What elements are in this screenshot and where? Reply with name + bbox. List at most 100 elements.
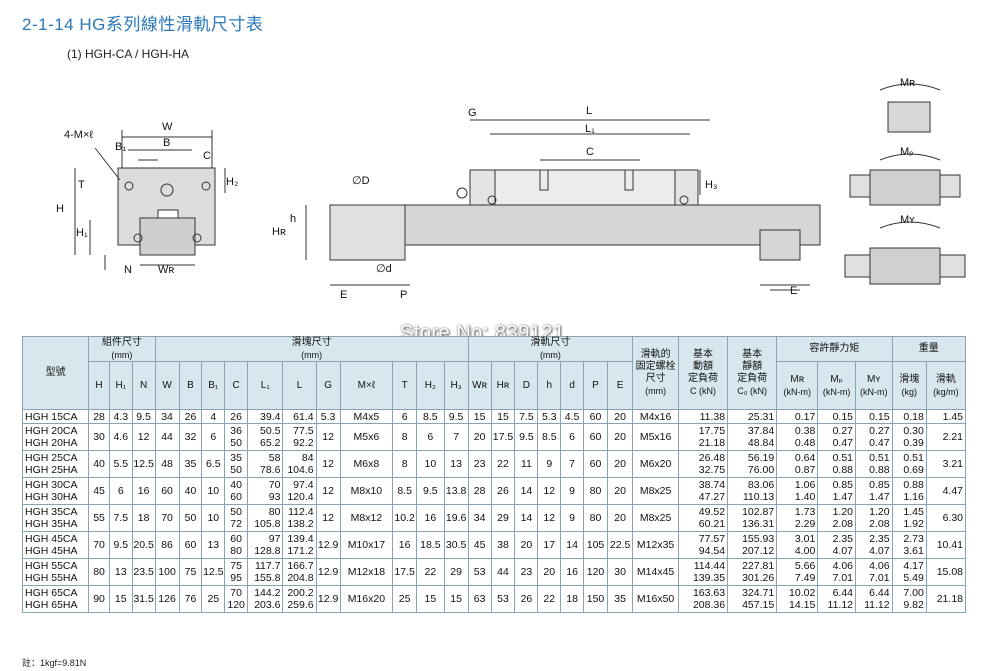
table-cell: 12	[315, 450, 341, 478]
moment-MR-label: Mʀ	[900, 77, 915, 89]
dim-G: G	[468, 107, 477, 119]
table-cell: 60	[154, 477, 180, 505]
table-cell: 80	[583, 504, 608, 532]
table-cell: 23.5	[131, 558, 156, 586]
table-cell: 18	[560, 585, 585, 613]
dim-N: N	[124, 264, 132, 276]
table-cell: 19.6	[443, 504, 469, 532]
dim-WR: Wʀ	[158, 264, 174, 276]
table-cell: 16	[560, 558, 585, 586]
col-G: G	[315, 361, 341, 410]
col-C: C	[224, 361, 249, 410]
dim-B1: B₁	[115, 141, 126, 153]
table-cell: 0.18	[891, 409, 927, 424]
table-cell: 11.38	[677, 409, 729, 424]
table-cell: M6x8	[339, 450, 394, 478]
technical-drawings: W B B₁ C H H₁ H₂ T N Wʀ 4-M×ℓ G	[56, 77, 966, 301]
table-cell: 70	[88, 531, 110, 559]
table-cell: 20	[467, 423, 492, 451]
table-cell: 4.6	[108, 423, 133, 451]
table-cell: 34	[154, 409, 180, 424]
table-cell: 8.5	[392, 477, 418, 505]
front-view-drawing	[74, 130, 226, 270]
col-rail-weight: 滑軌(kg/m)	[925, 361, 967, 410]
table-cell: 40	[178, 477, 203, 505]
table-cell: 120	[583, 558, 608, 586]
dim-H1: H₁	[76, 227, 88, 239]
col-H2: H₂	[416, 361, 445, 410]
table-cell: 14	[560, 531, 585, 559]
table-cell: 5.3	[315, 409, 341, 424]
dim-H2: H₂	[226, 176, 238, 188]
dim-d: ∅d	[376, 263, 392, 275]
table-cell: 20	[606, 409, 634, 424]
table-cell: M8x25	[632, 504, 679, 532]
table-cell: 29	[490, 504, 516, 532]
table-cell: 34	[467, 504, 492, 532]
table-cell: 20	[606, 423, 634, 451]
moment-MY-label: Mʏ	[900, 214, 915, 226]
table-cell: 0.15	[855, 409, 893, 424]
table-cell: 63	[467, 585, 492, 613]
dim-E-right: E	[790, 285, 797, 297]
table-cell: M6x20	[632, 450, 679, 478]
table-cell: 15	[467, 409, 492, 424]
table-cell: 9	[560, 504, 585, 532]
table-cell: 8.5	[537, 423, 562, 451]
table-cell: 15	[416, 585, 445, 613]
dim-H: H	[56, 203, 64, 215]
table-cell: 29	[443, 558, 469, 586]
col-L: L	[282, 361, 317, 410]
table-cell: 23	[514, 558, 539, 586]
table-cell: 45	[88, 477, 110, 505]
table-cell: 11	[514, 450, 539, 478]
table-cell: M12x18	[339, 558, 394, 586]
table-cell: M4x5	[339, 409, 394, 424]
table-cell: M10x17	[339, 531, 394, 559]
table-cell: 10.41	[925, 531, 967, 559]
table-cell: 12.9	[315, 585, 341, 613]
table-cell: 9.5	[108, 531, 133, 559]
table-cell: 6	[108, 477, 133, 505]
table-cell: 13	[108, 558, 133, 586]
table-cell: 8.5	[416, 409, 445, 424]
table-cell: 32	[178, 423, 203, 451]
col-B1: B₁	[201, 361, 226, 410]
col-block-weight: 滑塊(kg)	[891, 361, 927, 410]
col-M: M×ℓ	[339, 361, 394, 410]
table-cell: 4	[201, 409, 226, 424]
table-cell: 2.21	[925, 423, 967, 451]
table-cell: M5x16	[632, 423, 679, 451]
table-cell: 30	[606, 558, 634, 586]
col-W: W	[154, 361, 180, 410]
table-cell: 30.5	[443, 531, 469, 559]
table-cell: 6	[392, 409, 418, 424]
table-cell: 23	[467, 450, 492, 478]
table-cell: M16x50	[632, 585, 679, 613]
table-cell: 13	[201, 531, 226, 559]
dim-W: W	[162, 121, 173, 133]
table-cell: 20	[606, 477, 634, 505]
table-cell: 6	[201, 423, 226, 451]
